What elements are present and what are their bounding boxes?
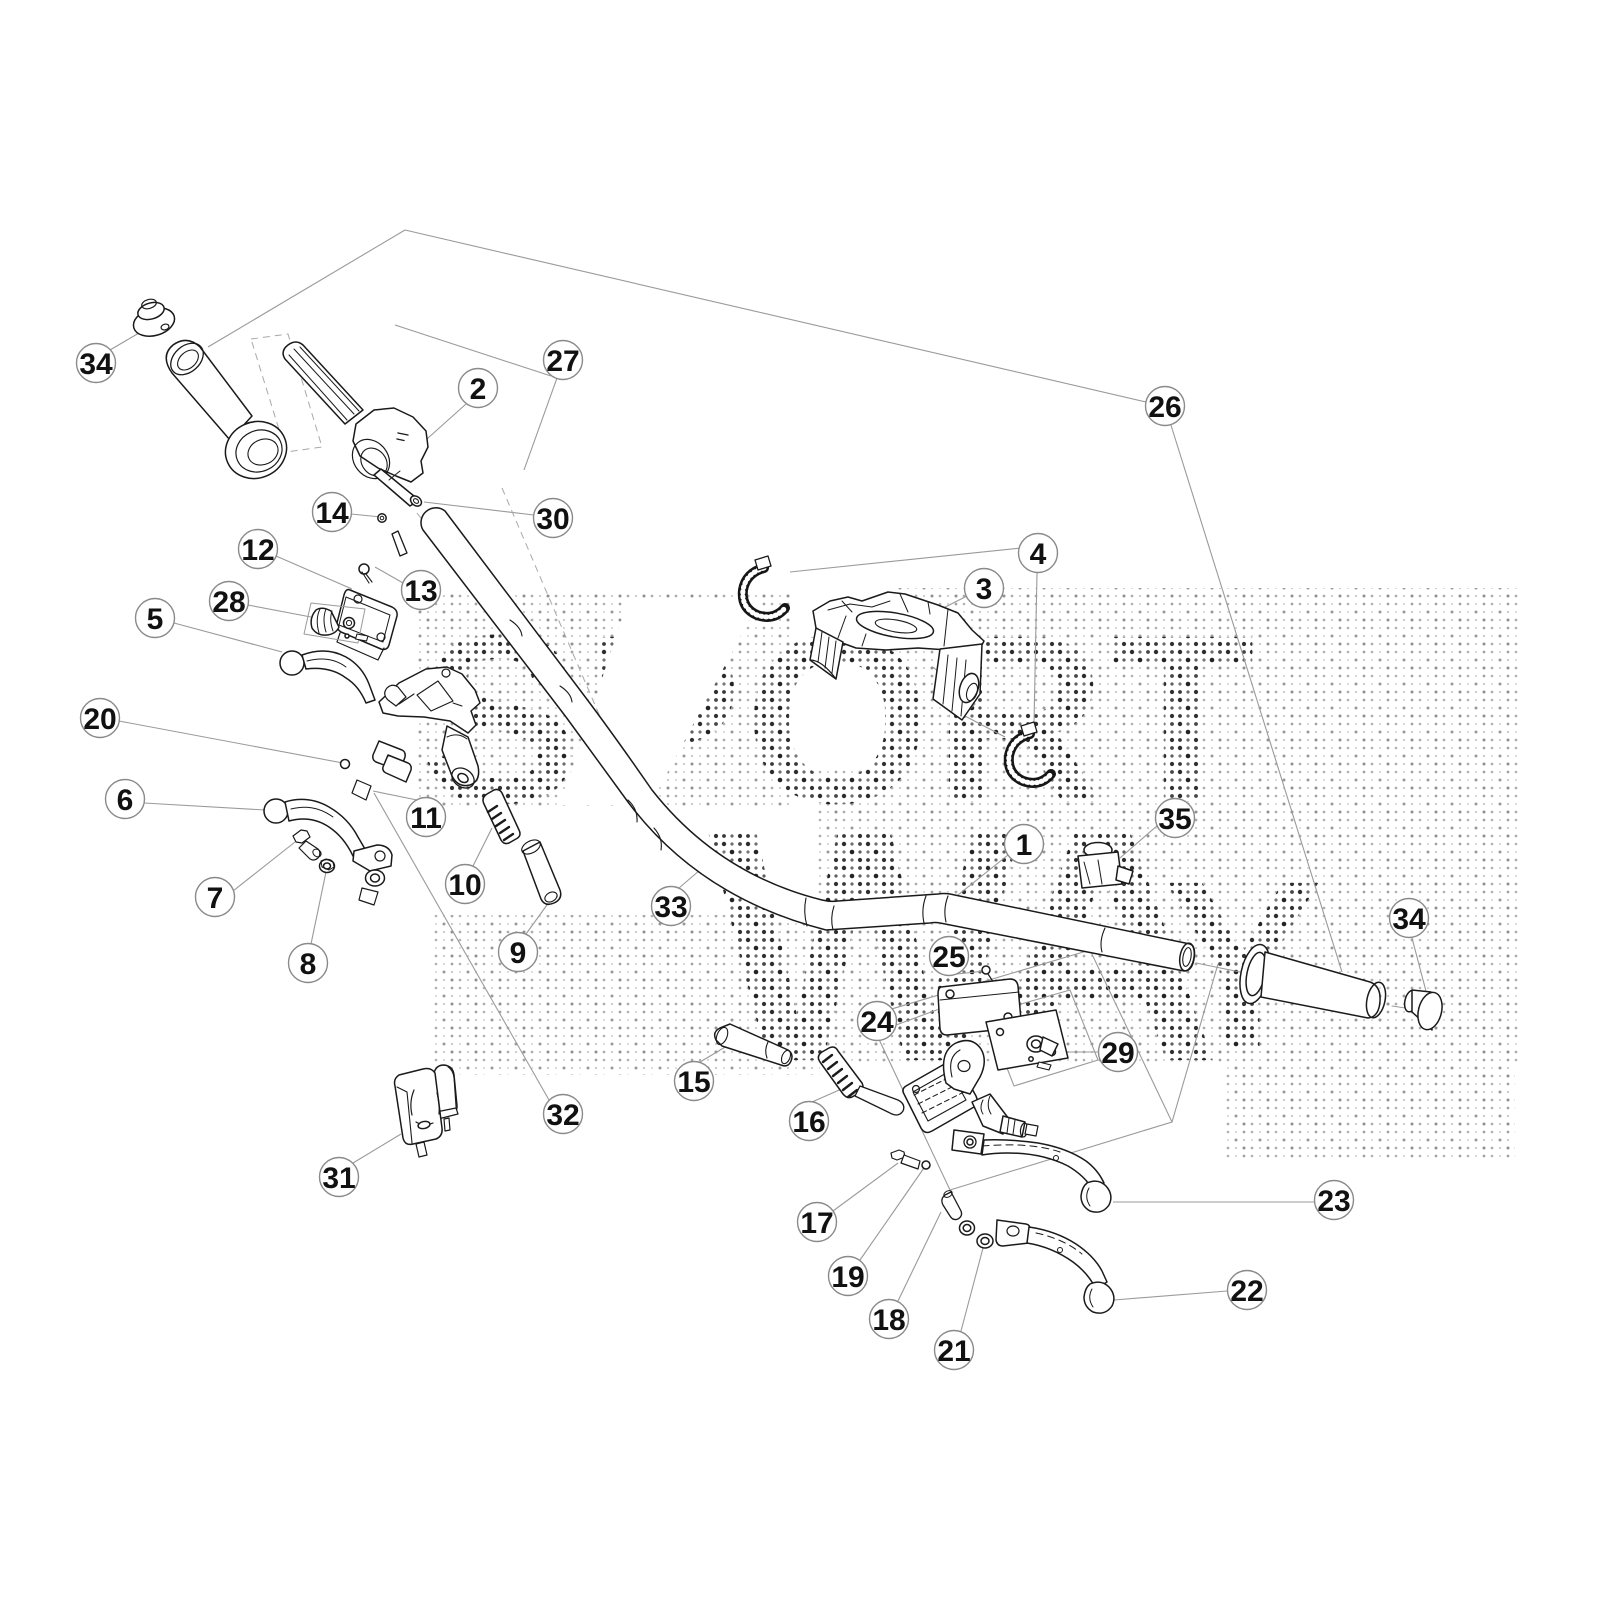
svg-text:3: 3 — [976, 573, 993, 606]
svg-text:25: 25 — [932, 941, 965, 974]
svg-text:20: 20 — [83, 703, 116, 736]
svg-text:35: 35 — [1158, 803, 1191, 836]
svg-text:31: 31 — [322, 1162, 355, 1195]
svg-text:1: 1 — [1016, 829, 1033, 862]
svg-text:13: 13 — [404, 575, 437, 608]
svg-text:21: 21 — [937, 1335, 970, 1368]
svg-text:23: 23 — [1317, 1185, 1350, 1218]
svg-text:14: 14 — [315, 497, 349, 530]
svg-text:11: 11 — [410, 802, 442, 835]
svg-text:5: 5 — [147, 603, 164, 636]
svg-text:27: 27 — [546, 345, 579, 378]
svg-text:29: 29 — [1101, 1037, 1134, 1070]
svg-text:9: 9 — [510, 937, 527, 970]
svg-text:15: 15 — [677, 1066, 710, 1099]
svg-text:34: 34 — [1392, 903, 1426, 936]
svg-text:2: 2 — [470, 373, 487, 406]
svg-text:19: 19 — [831, 1261, 864, 1294]
svg-text:7: 7 — [207, 882, 224, 915]
svg-text:26: 26 — [1148, 391, 1181, 424]
svg-text:6: 6 — [117, 784, 134, 817]
svg-text:10: 10 — [448, 869, 481, 902]
svg-text:8: 8 — [300, 948, 317, 981]
svg-text:22: 22 — [1230, 1275, 1263, 1308]
svg-text:32: 32 — [546, 1099, 579, 1132]
svg-text:33: 33 — [654, 891, 687, 924]
svg-text:16: 16 — [792, 1106, 825, 1139]
svg-text:4: 4 — [1030, 538, 1047, 571]
svg-text:17: 17 — [800, 1207, 833, 1240]
svg-text:18: 18 — [872, 1304, 905, 1337]
svg-text:28: 28 — [212, 586, 245, 619]
svg-text:12: 12 — [241, 534, 274, 567]
svg-text:34: 34 — [79, 348, 113, 381]
svg-text:24: 24 — [860, 1006, 894, 1039]
svg-text:30: 30 — [536, 503, 569, 536]
